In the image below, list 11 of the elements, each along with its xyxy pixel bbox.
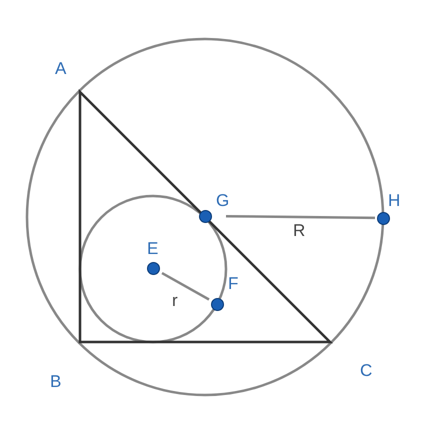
edge-label: r bbox=[172, 292, 178, 309]
point-label: E bbox=[147, 240, 158, 257]
edge-label: R bbox=[293, 222, 306, 239]
vertex-label: A bbox=[55, 60, 66, 77]
point-label: G bbox=[216, 192, 230, 209]
line-segment bbox=[226, 214, 376, 220]
point-label: H bbox=[388, 192, 400, 209]
vertex-label: B bbox=[50, 373, 62, 390]
vertex-label: C bbox=[360, 362, 372, 379]
point-label: F bbox=[228, 275, 238, 292]
line-segment bbox=[161, 272, 210, 301]
